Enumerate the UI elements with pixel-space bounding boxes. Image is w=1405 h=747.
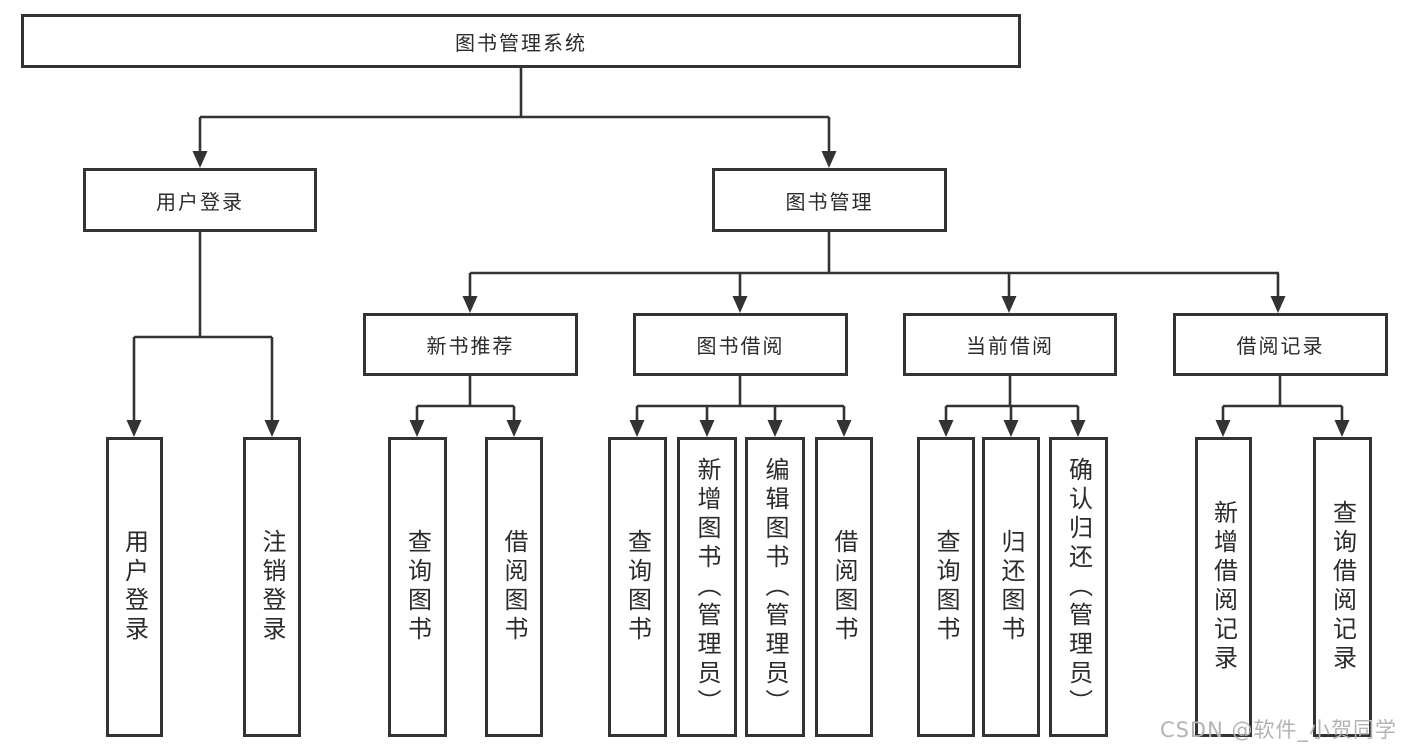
node-bb-edit-books: 编辑图书（管理员） — [745, 437, 805, 737]
arrowhead-icon — [767, 420, 783, 437]
node-user-login-action: 用户登录 — [106, 437, 163, 737]
node-root: 图书管理系统 — [21, 14, 1021, 68]
node-bb-borrow-books: 借阅图书 — [815, 437, 873, 737]
node-label-book-management: 图书管理 — [785, 189, 874, 214]
arrowhead-icon — [506, 420, 522, 437]
node-label-new-book-recommend: 新书推荐 — [426, 334, 515, 358]
arrowhead-icon — [629, 420, 645, 437]
arrowhead-icon — [1003, 420, 1019, 437]
arrowhead-icon — [1070, 420, 1086, 437]
node-br-query-record: 查询借阅记录 — [1313, 437, 1372, 737]
node-label-bb-borrow-books: 借阅图书 — [830, 529, 858, 645]
arrowhead-icon — [1215, 420, 1231, 437]
node-label-cb-query-books: 查询图书 — [932, 529, 960, 645]
node-label-book-borrow: 图书借阅 — [696, 334, 785, 358]
arrowhead-icon — [126, 420, 142, 437]
arrowhead-icon — [192, 151, 208, 168]
node-label-nbr-borrow-books: 借阅图书 — [500, 529, 528, 645]
node-br-add-record: 新增借阅记录 — [1195, 437, 1252, 737]
node-nbr-query-books: 查询图书 — [388, 437, 447, 737]
arrowhead-icon — [732, 296, 748, 313]
node-label-current-borrow: 当前借阅 — [966, 334, 1054, 358]
node-label-user-login-action: 用户登录 — [120, 529, 149, 645]
node-cb-return-books: 归还图书 — [982, 437, 1040, 737]
node-label-bb-edit-books: 编辑图书（管理员） — [761, 456, 789, 718]
arrowhead-icon — [1001, 296, 1017, 313]
node-new-book-recommend: 新书推荐 — [363, 313, 578, 376]
node-cb-query-books: 查询图书 — [917, 437, 975, 737]
arrowhead-icon — [836, 420, 852, 437]
node-label-borrow-records: 借阅记录 — [1236, 334, 1325, 358]
node-label-nbr-query-books: 查询图书 — [403, 529, 432, 645]
node-cb-confirm-return: 确认归还（管理员） — [1049, 437, 1108, 737]
arrowhead-icon — [1334, 420, 1350, 437]
node-current-borrow: 当前借阅 — [903, 313, 1117, 376]
arrowhead-icon — [1270, 296, 1286, 313]
node-label-br-add-record: 新增借阅记录 — [1209, 500, 1238, 674]
node-logout-action: 注销登录 — [243, 437, 301, 737]
arrowhead-icon — [938, 420, 954, 437]
arrowhead-icon — [462, 296, 478, 313]
arrowhead-icon — [409, 420, 425, 437]
node-label-cb-return-books: 归还图书 — [997, 529, 1025, 645]
node-label-bb-add-books: 新增图书（管理员） — [693, 456, 721, 718]
csdn-watermark: CSDN @软件_小贺同学 — [1159, 718, 1397, 742]
node-label-bb-query-books: 查询图书 — [623, 529, 652, 645]
node-book-management: 图书管理 — [712, 168, 947, 232]
node-label-root: 图书管理系统 — [455, 30, 587, 55]
arrowhead-icon — [264, 420, 280, 437]
node-book-borrow: 图书借阅 — [633, 313, 848, 376]
node-label-br-query-record: 查询借阅记录 — [1328, 500, 1357, 674]
node-label-logout-action: 注销登录 — [258, 529, 286, 645]
node-label-user-login: 用户登录 — [156, 189, 244, 214]
node-borrow-records: 借阅记录 — [1173, 313, 1388, 376]
node-user-login: 用户登录 — [83, 168, 317, 232]
node-bb-query-books: 查询图书 — [608, 437, 667, 737]
node-nbr-borrow-books: 借阅图书 — [485, 437, 543, 737]
arrowhead-icon — [699, 420, 715, 437]
node-label-cb-confirm-return: 确认归还（管理员） — [1064, 456, 1093, 718]
node-bb-add-books: 新增图书（管理员） — [677, 437, 737, 737]
arrowhead-icon — [821, 151, 837, 168]
